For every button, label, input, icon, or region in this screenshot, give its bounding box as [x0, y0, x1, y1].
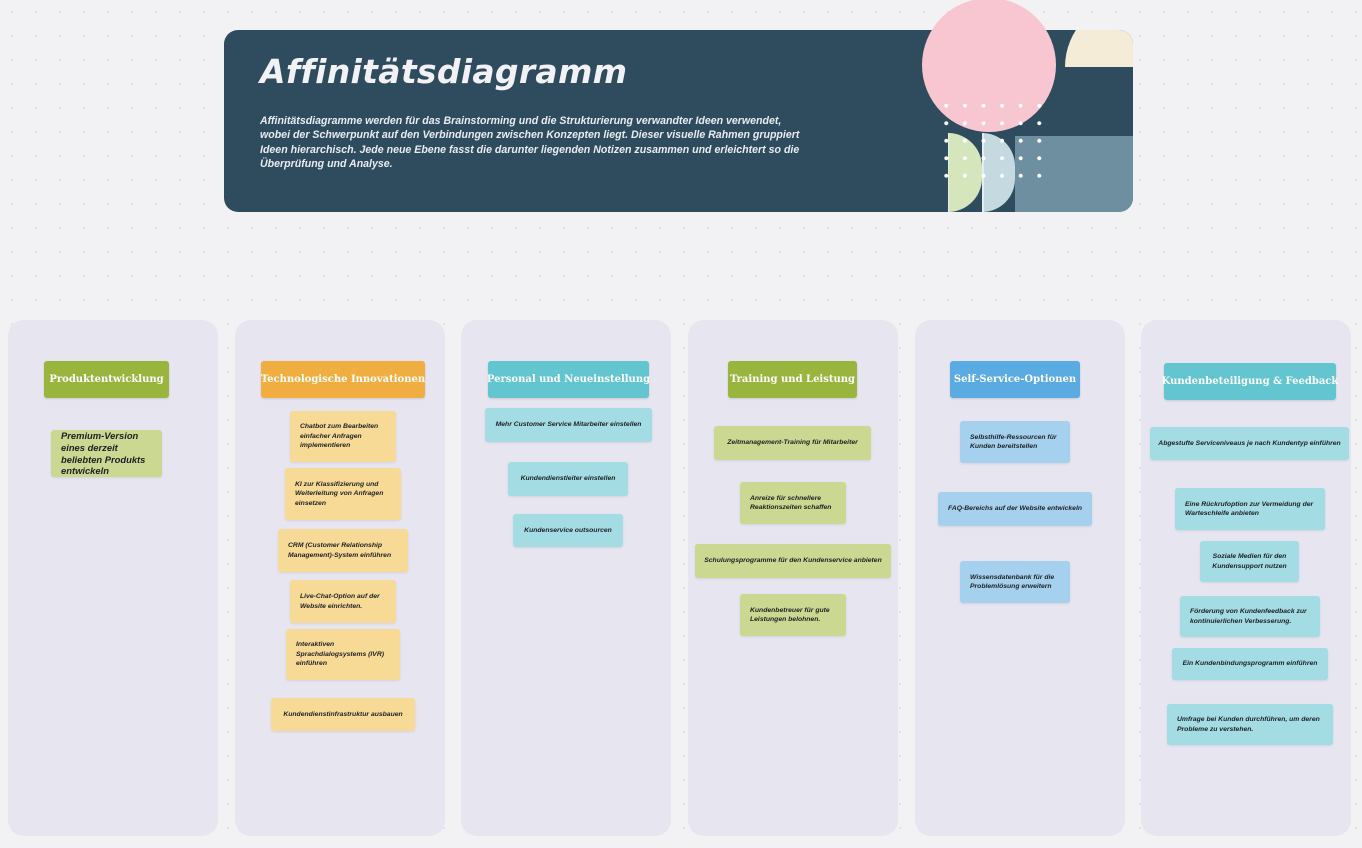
sticky-note[interactable]: Zeitmanagement-Training für Mitarbeiter [714, 426, 871, 460]
sticky-note[interactable]: Schulungsprogramme für den Kundenservice… [695, 544, 891, 578]
column-kundenbeteiligung-feedback[interactable]: Kundenbeteiligung & Feedback Abgestufte … [1141, 320, 1351, 836]
sticky-note[interactable]: Soziale Medien für den Kundensupport nut… [1200, 541, 1299, 582]
sticky-note[interactable]: Umfrage bei Kunden durchführen, um deren… [1167, 704, 1333, 745]
sticky-note[interactable]: Premium-Version eines derzeit beliebten … [51, 430, 162, 477]
column-header[interactable]: Training und Leistung [728, 361, 857, 398]
sticky-note[interactable]: Abgestufte Serviceniveaus je nach Kunden… [1150, 427, 1349, 460]
sticky-note[interactable]: Kundendienstleiter einstellen [508, 462, 628, 496]
sticky-note[interactable]: KI zur Klassifizierung und Weiterleitung… [285, 468, 401, 520]
sticky-note[interactable]: Selbsthilfe-Ressourcen für Kunden bereit… [960, 421, 1070, 463]
page-title: Affinitätsdiagramm [260, 52, 628, 91]
sticky-note[interactable]: CRM (Customer Relationship Management)-S… [278, 529, 408, 572]
column-header[interactable]: Produktentwicklung [44, 361, 169, 398]
column-technologische-innovationen[interactable]: Technologische Innovationen Chatbot zum … [235, 320, 445, 836]
sticky-note[interactable]: FAQ-Bereichs auf der Website entwickeln [938, 492, 1092, 526]
column-header[interactable]: Kundenbeteiligung & Feedback [1162, 363, 1338, 400]
sticky-note[interactable]: Chatbot zum Bearbeiten einfacher Anfrage… [290, 411, 396, 462]
sticky-note[interactable]: Kundenbetreuer für gute Leistungen beloh… [740, 594, 846, 636]
sticky-note[interactable]: Mehr Customer Service Mitarbeiter einste… [485, 408, 652, 442]
column-produktentwicklung[interactable]: Produktentwicklung Premium-Version eines… [8, 320, 218, 836]
sticky-note[interactable]: Interaktiven Sprachdialogsystems (IVR) e… [286, 629, 400, 680]
column-personal-und-neueinstellung[interactable]: Personal und Neueinstellung Mehr Custome… [461, 320, 671, 836]
sticky-note[interactable]: Kundendienstinfrastruktur ausbauen [271, 698, 415, 731]
column-training-und-leistung[interactable]: Training und Leistung Zeitmanagement-Tra… [688, 320, 898, 836]
sticky-note[interactable]: Ein Kundenbindungsprogramm einführen [1172, 648, 1328, 680]
column-header[interactable]: Personal und Neueinstellung [487, 361, 650, 398]
sticky-note[interactable]: Eine Rückrufoption zur Vermeidung der Wa… [1175, 488, 1325, 530]
sticky-note[interactable]: Live-Chat-Option auf der Website einrich… [290, 580, 396, 623]
sticky-note[interactable]: Wissensdatenbank für die Problemlösung e… [960, 561, 1070, 603]
column-self-service-optionen[interactable]: Self-Service-Optionen Selbsthilfe-Ressou… [915, 320, 1125, 836]
decorative-quarter-circle [1065, 30, 1133, 67]
column-header[interactable]: Self-Service-Optionen [950, 361, 1080, 398]
decorative-dot-grid [937, 97, 1047, 187]
sticky-note[interactable]: Kundenservice outsourcen [513, 514, 623, 547]
sticky-note[interactable]: Förderung von Kundenfeedback zur kontinu… [1180, 596, 1320, 637]
sticky-note[interactable]: Anreize für schnellere Reaktionszeiten s… [740, 482, 846, 524]
column-header[interactable]: Technologische Innovationen [261, 361, 425, 398]
page-description: Affinitätsdiagramme werden für das Brain… [260, 115, 800, 170]
